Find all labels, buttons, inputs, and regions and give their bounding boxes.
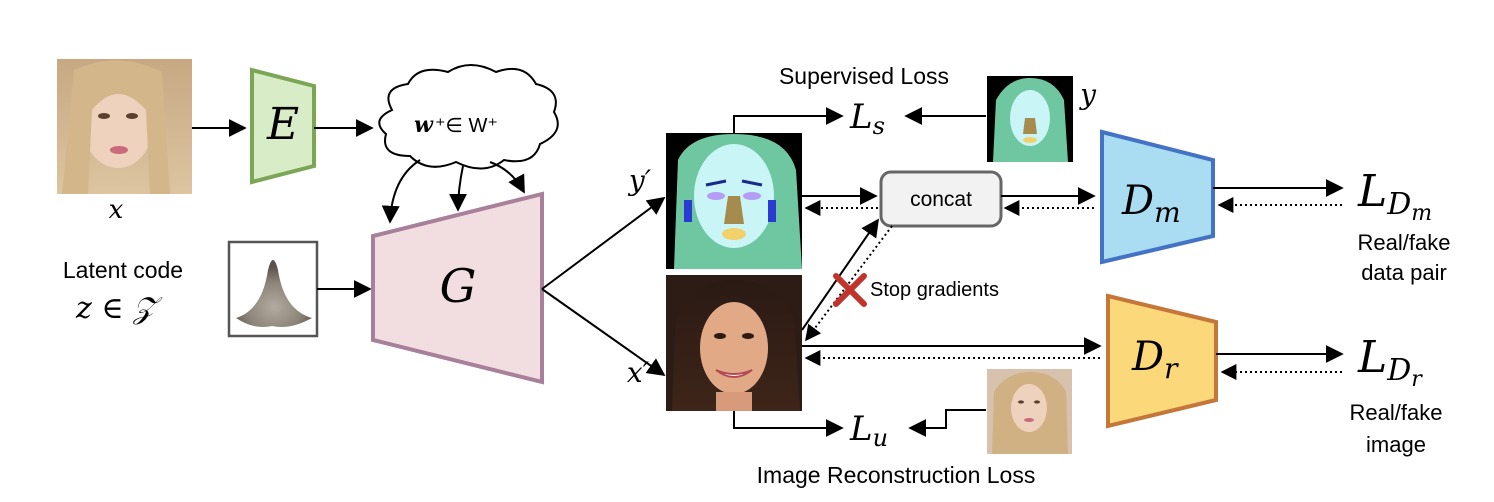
reconstruction-loss-title: Image Reconstruction Loss [757, 462, 1036, 488]
latent-w-label: w⁺∈ W⁺ [414, 112, 498, 138]
dr-caption-line1: Real/fake [1350, 400, 1443, 425]
arrow-cloud-to-g-mid [458, 166, 463, 210]
stop-gradients-label: Stop gradients [870, 279, 999, 301]
xprime-label: x′ [627, 356, 650, 389]
yprime-label: y′ [627, 164, 652, 197]
generated-image-xprime [666, 275, 802, 411]
arrow-cloud-to-g-left [390, 160, 420, 222]
segmentation-yprime [666, 133, 802, 269]
gaussian-image [229, 242, 317, 336]
y-label: y [1078, 78, 1097, 111]
arrow-xprime-to-lu [734, 411, 842, 428]
arrow-x-to-lu [910, 410, 986, 428]
input-image-x [57, 59, 192, 194]
ldr-symbol: LDr [1357, 332, 1423, 392]
latent-code-math: z ∈ 𝒵 [75, 291, 163, 326]
concat-label: concat [910, 188, 972, 211]
latent-code-label: Latent code [63, 257, 183, 283]
dr-caption-line2: image [1366, 432, 1426, 457]
x-label: x [109, 195, 124, 225]
segmentation-y [987, 76, 1073, 162]
supervised-loss-title: Supervised Loss [779, 63, 949, 89]
ls-symbol: Ls [849, 97, 885, 140]
encoder-label: E [266, 99, 299, 150]
ldm-symbol: LDm [1357, 166, 1432, 226]
arrow-yprime-to-ls [734, 116, 842, 133]
lu-symbol: Lu [849, 409, 888, 452]
generator-label: G [440, 259, 477, 313]
dm-caption-line2: data pair [1361, 260, 1447, 285]
arrow-g-to-yprime [542, 198, 664, 289]
real-image-x-small [987, 369, 1072, 454]
dm-caption-line1: Real/fake [1358, 230, 1451, 255]
stop-gradient-cross [836, 276, 864, 304]
